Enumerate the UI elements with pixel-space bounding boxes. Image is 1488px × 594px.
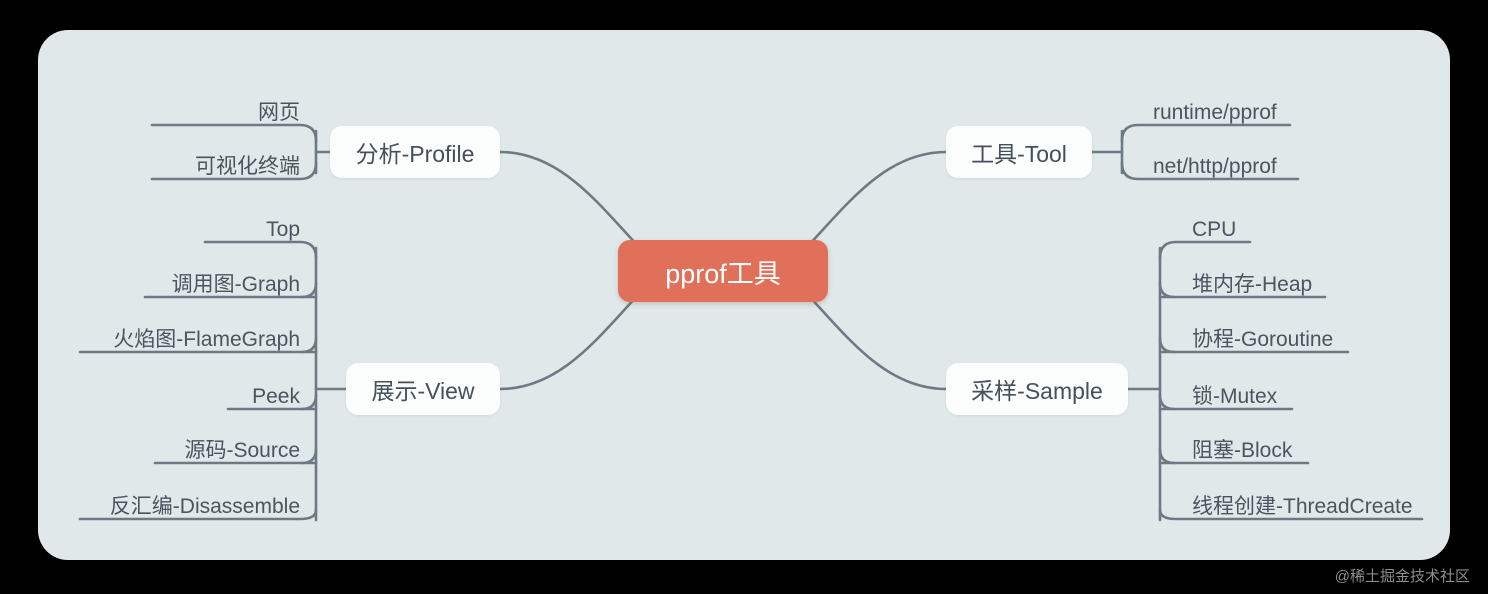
leaf-view-3[interactable]: Peek <box>228 369 300 407</box>
leaf-label: runtime/pprof <box>1153 101 1277 124</box>
leaf-view-0[interactable]: Top <box>205 202 300 240</box>
leaf-label: 堆内存-Heap <box>1192 273 1313 296</box>
branch-node-view[interactable]: 展示-View <box>346 363 500 415</box>
leaf-view-5[interactable]: 反汇编-Disassemble <box>80 479 300 517</box>
leaf-label: 反汇编-Disassemble <box>109 495 300 518</box>
branch-node-profile-label: 分析-Profile <box>355 141 475 167</box>
branch-node-tool-label: 工具-Tool <box>971 141 1067 167</box>
branch-node-sample-label: 采样-Sample <box>971 378 1103 404</box>
leaf-label: 协程-Goroutine <box>1192 328 1334 351</box>
leaf-label: 调用图-Graph <box>171 273 300 296</box>
leaf-view-1[interactable]: 调用图-Graph <box>145 257 300 295</box>
branch-node-profile[interactable]: 分析-Profile <box>330 126 500 178</box>
branch-node-view-label: 展示-View <box>371 378 475 404</box>
leaf-label: CPU <box>1192 218 1237 241</box>
root-node[interactable]: pprof工具 <box>618 240 828 302</box>
leaf-label: net/http/pprof <box>1153 155 1277 178</box>
leaf-sample-1[interactable]: 堆内存-Heap <box>1192 257 1342 295</box>
leaf-profile-1[interactable]: 可视化终端 <box>142 139 300 177</box>
leaf-label: 可视化终端 <box>195 155 300 178</box>
leaf-sample-2[interactable]: 协程-Goroutine <box>1192 312 1367 350</box>
root-node-label: pprof工具 <box>665 258 781 289</box>
leaf-label: 阻塞-Block <box>1192 439 1293 462</box>
branch-node-tool[interactable]: 工具-Tool <box>946 126 1092 178</box>
leaf-label: Top <box>266 218 300 241</box>
branch-node-sample[interactable]: 采样-Sample <box>946 363 1128 415</box>
leaf-sample-0[interactable]: CPU <box>1192 202 1262 240</box>
leaf-tool-0[interactable]: runtime/pprof <box>1153 85 1313 123</box>
leaf-sample-5[interactable]: 线程创建-ThreadCreate <box>1192 479 1437 517</box>
leaf-sample-4[interactable]: 阻塞-Block <box>1192 423 1322 461</box>
leaf-label: 网页 <box>258 101 300 124</box>
watermark: @稀土掘金技术社区 <box>1334 568 1470 585</box>
leaf-view-4[interactable]: 源码-Source <box>155 423 300 461</box>
leaf-label: 锁-Mutex <box>1192 385 1278 408</box>
leaf-view-2[interactable]: 火焰图-FlameGraph <box>80 312 300 350</box>
leaf-label: 源码-Source <box>184 439 300 462</box>
leaf-tool-1[interactable]: net/http/pprof <box>1153 139 1323 177</box>
leaf-profile-0[interactable]: 网页 <box>152 85 300 123</box>
leaf-label: 火焰图-FlameGraph <box>113 328 300 351</box>
leaf-sample-3[interactable]: 锁-Mutex <box>1192 369 1312 407</box>
leaf-label: Peek <box>252 385 300 408</box>
leaf-label: 线程创建-ThreadCreate <box>1192 495 1413 518</box>
